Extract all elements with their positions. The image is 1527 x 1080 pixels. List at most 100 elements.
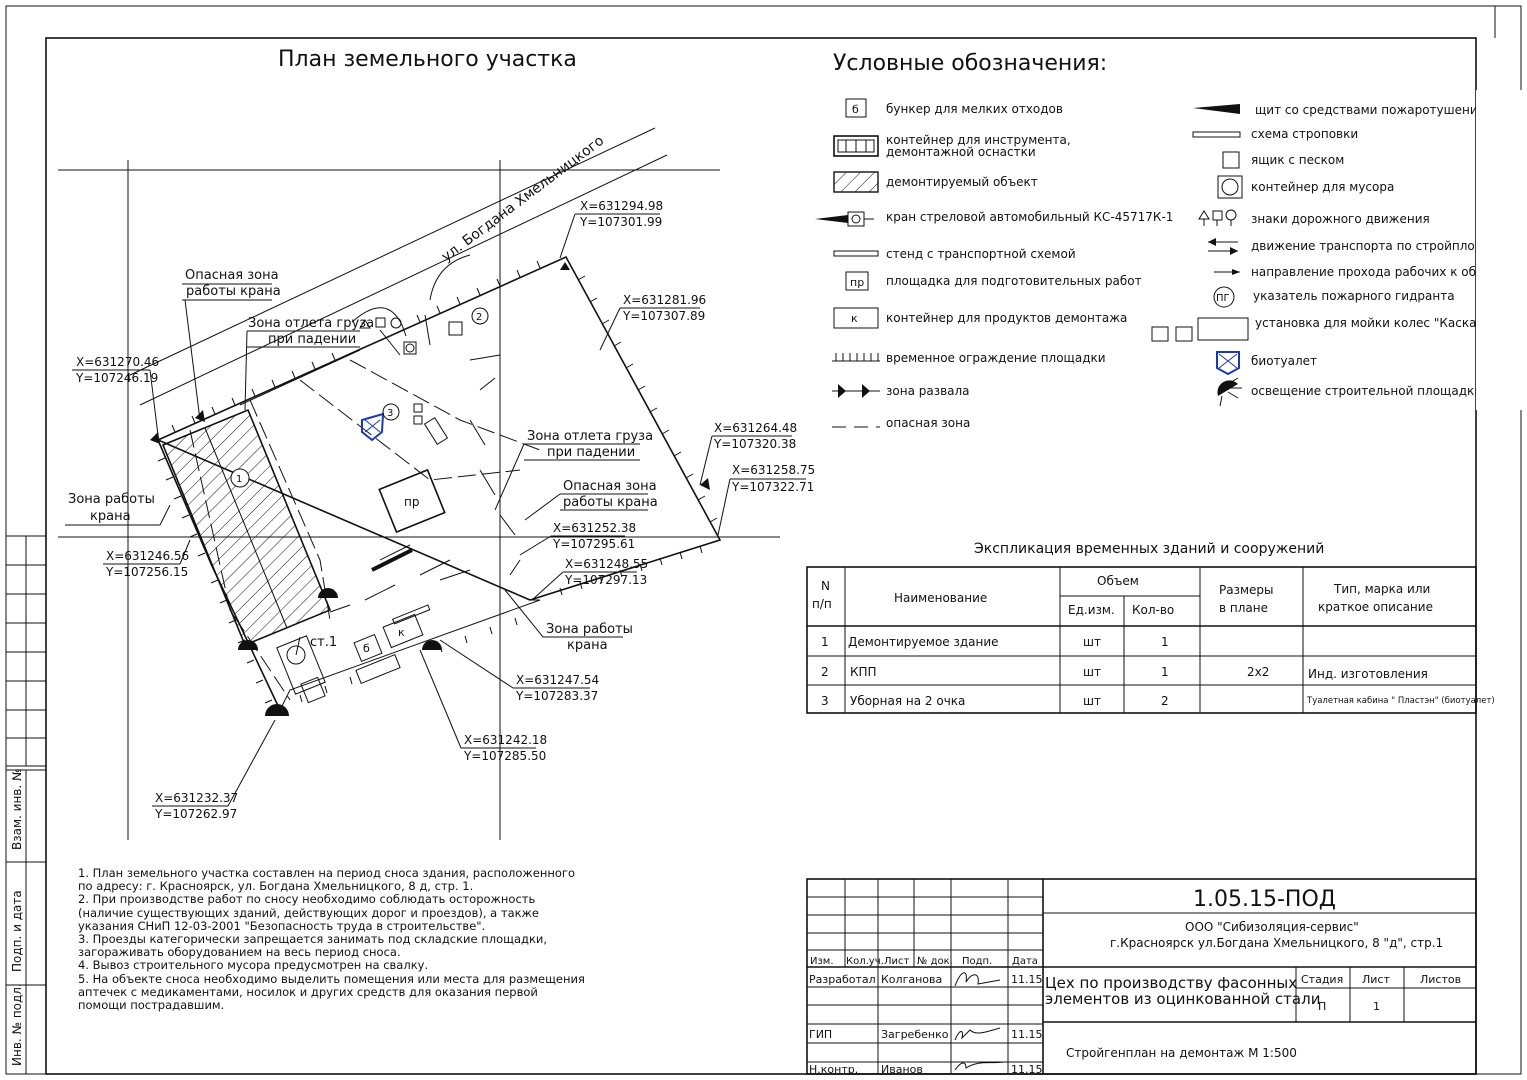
demolished-building: [161, 408, 332, 647]
plan-title: План земельного участка: [278, 47, 577, 72]
collapse-zone-icon: [832, 384, 880, 398]
fire-shield-icon: [1193, 104, 1240, 114]
coord-9-y: Y=107283.37: [515, 689, 598, 703]
table-row-1-name: Демонтируемое здание: [848, 635, 999, 649]
hydrant-badge: ПГ: [1216, 293, 1230, 304]
coord-6-y: Y=107295.61: [552, 537, 635, 551]
side-strip: Взам. инв. № Подп. и дата Инв. № подл.: [5, 535, 47, 1075]
document-code: 1.05.15-ПОД: [1193, 887, 1336, 912]
hatch-icon: [833, 171, 879, 193]
legend-title: Условные обозначения:: [833, 51, 1107, 76]
zone-label-work-bottom-1: Зона работы: [546, 622, 633, 637]
zone-label-drop-right-2: при падении: [547, 445, 635, 460]
coord-7-y: Y=107256.15: [105, 565, 188, 579]
note-line: 4. Вывоз строительного мусора предусмотр…: [78, 958, 429, 973]
date-gip: 11.15: [1011, 1028, 1043, 1041]
col-izm: Изм.: [810, 956, 834, 967]
sand-box-icon: [1222, 151, 1240, 169]
coord-2-y: Y=107307.89: [622, 309, 705, 323]
col-kol: Кол.уч.: [846, 956, 884, 967]
general-notes: 1. План земельного участка составлен на …: [78, 866, 585, 1012]
signatures: [954, 972, 1005, 1071]
table-row-2-size: 2x2: [1247, 665, 1269, 679]
coord-11-y: Y=107262.97: [154, 807, 237, 821]
garbage-container-icon: [1217, 175, 1243, 199]
container-k-marker: к: [398, 626, 405, 639]
lighting-icon: [1217, 377, 1242, 407]
zone-label-danger-top-1: Опасная зона: [185, 268, 279, 283]
col-list: Лист: [884, 956, 910, 967]
crane-legend-icon: [815, 211, 874, 227]
role-norm-control: Н.контр.: [809, 1063, 858, 1076]
stage-value: П: [1318, 1000, 1326, 1013]
coord-9-x: X=631247.54: [516, 673, 599, 687]
coord-11-x: X=631232.37: [155, 791, 238, 805]
bin-marker: б: [363, 642, 370, 655]
coord-1-y: Y=107301.99: [579, 215, 662, 229]
object-name-1: Цех по производству фасонных: [1045, 974, 1297, 992]
table-row-2-unit: шт: [1083, 665, 1101, 679]
stand-icon: [833, 250, 879, 257]
table-row-1-unit: шт: [1083, 635, 1101, 649]
table-header-volume: Объем: [1097, 574, 1139, 588]
table-row-2-qty: 1: [1161, 665, 1169, 679]
demolition-container-icon: к: [851, 312, 858, 325]
coord-5-x: X=631258.75: [732, 463, 815, 477]
side-label-replace-inv: Взам. инв. №: [10, 769, 24, 850]
zone-label-drop-top-2: при падении: [268, 332, 356, 347]
title-block: [806, 878, 1477, 1075]
hydrant-icon: [1213, 286, 1235, 308]
coord-3-x: X=631270.46: [76, 355, 159, 369]
coord-8-x: X=631248.55: [565, 557, 648, 571]
table-row-3-qty: 2: [1161, 694, 1169, 708]
traffic-arrow-icon: [1208, 238, 1238, 255]
zone-label-danger-right-1: Опасная зона: [563, 479, 657, 494]
coord-3-y: Y=107246.19: [75, 371, 158, 385]
name-developer: Колганова: [881, 973, 942, 986]
checkpoint-marker: 2: [476, 312, 482, 323]
zone-label-drop-right-1: Зона отлета груза: [527, 429, 653, 444]
zone-label-danger-right-2: работы крана: [563, 495, 658, 510]
note-line: по адресу: г. Красноярск, ул. Богдана Хм…: [78, 879, 474, 894]
zone-label-work-bottom-2: крана: [567, 638, 608, 653]
explication-table: [806, 566, 1477, 714]
legend-fire-shield-text: щит со средствами пожаротушения: [1255, 103, 1485, 117]
legend-traffic-text: движение транспорта по стройплощадке: [1251, 239, 1516, 253]
table-header-name: Наименование: [894, 591, 987, 605]
crane-icon: [276, 635, 326, 704]
note-line: указания СНиП 12-03-2001 "Безопасность т…: [78, 918, 486, 933]
coord-5-y: Y=107322.71: [731, 480, 814, 494]
table-row-1-n: 1: [821, 635, 829, 649]
legend-container-text-2: демонтажной оснастки: [886, 145, 1036, 159]
legend-prep-text: площадка для подготовительных работ: [886, 274, 1142, 288]
col-doc: № док.: [917, 956, 953, 967]
toilet-marker: 3: [387, 408, 393, 419]
zone-label-danger-top-2: работы крана: [186, 284, 281, 299]
stage-label: Стадия: [1301, 973, 1343, 986]
building-marker: 1: [236, 474, 242, 485]
table-row-1-qty: 1: [1161, 635, 1169, 649]
legend-road-signs-text: знаки дорожного движения: [1251, 212, 1430, 226]
legend-toilet-text: биотуалет: [1251, 354, 1317, 368]
table-header-size2: в плане: [1219, 601, 1268, 615]
col-date: Дата: [1012, 956, 1038, 967]
crane-label: ст.1: [310, 635, 337, 650]
coord-2-x: X=631281.96: [623, 293, 706, 307]
prep-area-icon: пр: [850, 276, 864, 289]
legend-container-text: контейнер для инструмента,: [886, 133, 1071, 147]
date-norm-control: 11.15: [1011, 1063, 1043, 1076]
table-row-2-n: 2: [821, 665, 829, 679]
zone-label-work-left-1: Зона работы: [68, 492, 155, 507]
road-signs-icon: [1198, 209, 1237, 226]
table-row-2-name: КПП: [850, 665, 877, 679]
note-line: (наличие существующих зданий, действующи…: [78, 905, 539, 920]
legend-demolition-container-text: контейнер для продуктов демонтажа: [886, 311, 1127, 325]
site-plan: ул. Богдана Хмельницкого: [58, 127, 815, 840]
sling-scheme-icon: [1192, 131, 1241, 138]
fence-icon: [832, 353, 880, 362]
col-sign: Подп.: [962, 956, 992, 967]
note-line: 5. На объекте сноса необходимо выделить …: [78, 971, 585, 986]
date-developer: 11.15: [1011, 973, 1043, 986]
table-header-n: N: [821, 579, 830, 593]
